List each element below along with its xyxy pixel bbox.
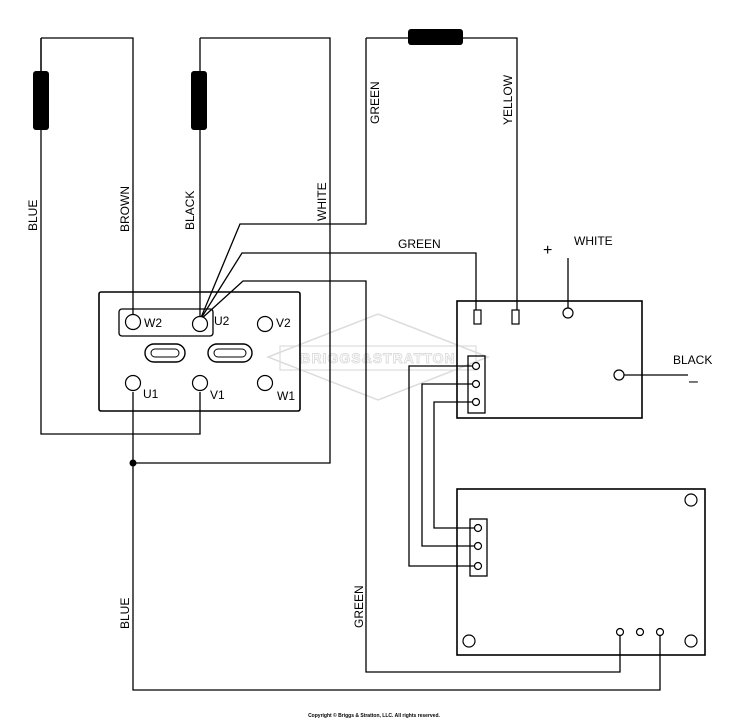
fuse-yellow xyxy=(408,29,463,45)
label-green-bottom: GREEN xyxy=(352,585,366,628)
yellow-wire xyxy=(366,37,518,310)
watermark-text: BRIGGS&STRATTON xyxy=(300,350,455,366)
splice-junction xyxy=(129,459,137,467)
link-wire-1 xyxy=(408,365,474,567)
green-bottom-wire xyxy=(199,280,621,673)
terminal-w2 xyxy=(124,313,142,331)
copyright-notice: Copyright © Briggs & Stratton, LLC. All … xyxy=(308,712,440,719)
blue-bottom-wire xyxy=(132,392,661,691)
control-connector-block xyxy=(469,518,488,577)
green-spade-terminal xyxy=(473,309,482,325)
jumper-strip xyxy=(118,308,214,337)
label-v1: V1 xyxy=(210,388,225,402)
control-board xyxy=(456,488,706,656)
green-top-wire xyxy=(199,38,367,321)
label-blue-bottom: BLUE xyxy=(118,598,132,629)
label-w1: W1 xyxy=(277,389,295,403)
label-black-top: BLACK xyxy=(183,191,197,230)
label-u1: U1 xyxy=(143,387,159,401)
label-green-top: GREEN xyxy=(368,81,382,124)
label-black-right: BLACK xyxy=(673,353,712,367)
mount-hole-bottom-right xyxy=(684,634,698,648)
regulator-board xyxy=(456,300,643,419)
fuse-blue xyxy=(33,71,49,130)
black-negative-terminal xyxy=(613,369,625,381)
label-yellow: YELLOW xyxy=(501,74,515,125)
green-mid-wire xyxy=(199,252,477,321)
regulator-connector-block xyxy=(467,355,486,414)
label-u2: U2 xyxy=(214,314,230,328)
label-plus: + xyxy=(543,242,552,259)
label-white-top: WHITE xyxy=(315,182,329,221)
terminal-u2 xyxy=(191,315,209,333)
yellow-spade-terminal xyxy=(511,309,520,325)
fuse-black xyxy=(191,71,207,130)
terminal-v1 xyxy=(191,374,209,392)
label-blue-top: BLUE xyxy=(26,200,40,231)
label-minus: – xyxy=(689,373,698,390)
brand-watermark: BRIGGS&STRATTON xyxy=(265,313,491,401)
white-main-wire xyxy=(133,37,331,464)
terminal-u1 xyxy=(124,374,142,392)
brown-wire xyxy=(41,37,134,322)
terminal-w1 xyxy=(256,374,274,392)
mount-hole-bottom-left xyxy=(462,634,476,648)
label-green-mid: GREEN xyxy=(398,237,441,251)
link-wire-3 xyxy=(433,401,474,529)
terminal-v2 xyxy=(256,315,274,333)
label-white-right: WHITE xyxy=(574,234,613,248)
mount-hole-top-right xyxy=(684,493,698,507)
white-positive-terminal xyxy=(562,307,574,319)
label-w2: W2 xyxy=(144,316,162,330)
label-v2: V2 xyxy=(276,316,291,330)
label-brown: BROWN xyxy=(118,186,132,232)
terminal-links xyxy=(144,343,253,363)
control-output-terminals xyxy=(615,627,665,637)
link-wire-2 xyxy=(421,383,474,547)
blue-loop-wire xyxy=(40,38,201,435)
